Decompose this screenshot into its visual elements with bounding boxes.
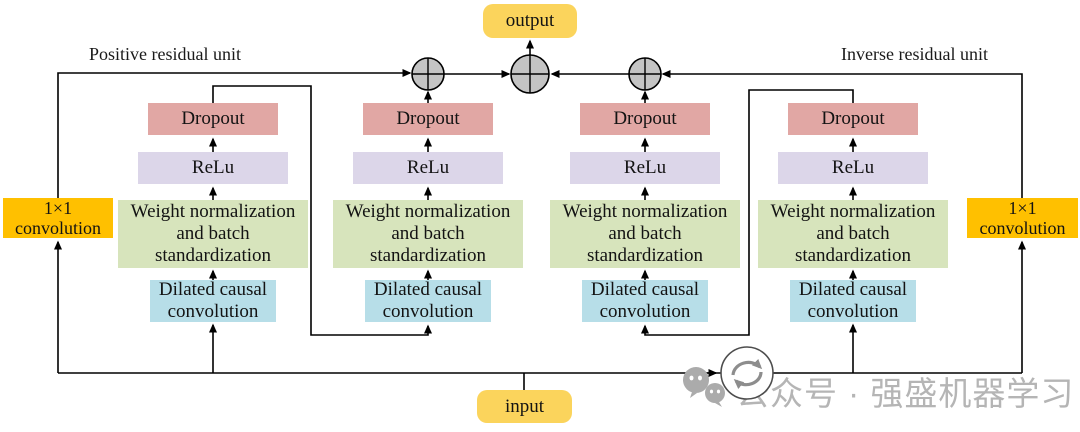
relu-box: ReLu (138, 152, 288, 184)
conv1x1-left-line1: 1×1 (43, 197, 73, 218)
dilated-conv-box: Dilated causal convolution (150, 279, 276, 322)
conv1x1-left-line2: convolution (15, 218, 101, 238)
weight-norm-line2: and batch (176, 223, 250, 245)
dropout-box: Dropout (788, 103, 918, 135)
weight-norm-line1: Weight normalization (130, 201, 296, 223)
dilated-line1: Dilated causal (590, 279, 700, 301)
watermark-text: 公众号 · 强盛机器学习 (736, 375, 1075, 412)
inverse-residual-unit-title: Inverse residual unit (841, 44, 988, 64)
weight-norm-box: Weight normalization and batch standardi… (118, 200, 308, 268)
weight-norm-line1: Weight normalization (562, 201, 728, 223)
weight-norm-box: Weight normalization and batch standardi… (333, 200, 523, 268)
dropout-label: Dropout (181, 108, 245, 130)
weight-norm-line1: Weight normalization (345, 201, 511, 223)
weight-norm-box: Weight normalization and batch standardi… (550, 200, 740, 268)
relu-box: ReLu (353, 152, 503, 184)
add-node-left-icon (411, 57, 445, 91)
weight-norm-line3: standardization (794, 244, 912, 266)
connectors (54, 39, 1026, 390)
dropout-label: Dropout (613, 108, 677, 130)
dropout-label: Dropout (396, 108, 460, 130)
dilated-line1: Dilated causal (158, 279, 268, 301)
dropout-label: Dropout (821, 108, 885, 130)
output-terminal: output (483, 4, 577, 38)
dropout-box: Dropout (580, 103, 710, 135)
dilated-conv-box: Dilated causal convolution (365, 279, 491, 322)
dilated-line2: convolution (599, 301, 691, 322)
cascade-right (641, 89, 854, 336)
dilated-line2: convolution (167, 301, 259, 322)
left-skip-upper (57, 69, 412, 198)
relu-label: ReLu (831, 157, 875, 179)
weight-norm-line2: and batch (391, 223, 465, 245)
relu-box: ReLu (778, 152, 928, 184)
input-terminal: input (477, 390, 572, 423)
dilated-line2: convolution (382, 301, 474, 322)
conv1x1-right-box: 1×1 convolution (967, 198, 1078, 238)
relu-box: ReLu (570, 152, 720, 184)
wechat-bubbles-icon (683, 367, 725, 407)
conv1x1-right-line2: convolution (979, 218, 1066, 238)
relu-label: ReLu (406, 157, 450, 179)
weight-norm-line2: and batch (608, 223, 682, 245)
weight-norm-box: Weight normalization and batch standardi… (758, 200, 948, 268)
conv1x1-right-line1: 1×1 (1008, 197, 1037, 218)
add-nodes (411, 54, 662, 94)
dilated-conv-box: Dilated causal convolution (582, 279, 708, 322)
add-node-right-icon (628, 57, 662, 91)
relu-label: ReLu (191, 157, 235, 179)
weight-norm-line3: standardization (369, 244, 487, 266)
input-label: input (504, 395, 545, 417)
conv1x1-left-box: 1×1 convolution (3, 198, 113, 238)
add-node-center-icon (510, 54, 550, 94)
dilated-line1: Dilated causal (373, 279, 483, 301)
dilated-line1: Dilated causal (798, 279, 908, 301)
positive-residual-unit-title: Positive residual unit (89, 44, 241, 64)
dilated-line2: convolution (807, 301, 899, 322)
right-skip-upper (661, 70, 1023, 198)
weight-norm-line3: standardization (586, 244, 704, 266)
output-label: output (505, 10, 555, 32)
brand-logo-icon (720, 346, 774, 400)
weight-norm-line3: standardization (154, 244, 272, 266)
dilated-conv-box: Dilated causal convolution (790, 279, 916, 322)
cascade-left (212, 85, 432, 336)
dropout-box: Dropout (148, 103, 278, 135)
dropout-box: Dropout (363, 103, 493, 135)
relu-label: ReLu (623, 157, 667, 179)
weight-norm-line1: Weight normalization (770, 201, 936, 223)
weight-norm-line2: and batch (816, 223, 890, 245)
